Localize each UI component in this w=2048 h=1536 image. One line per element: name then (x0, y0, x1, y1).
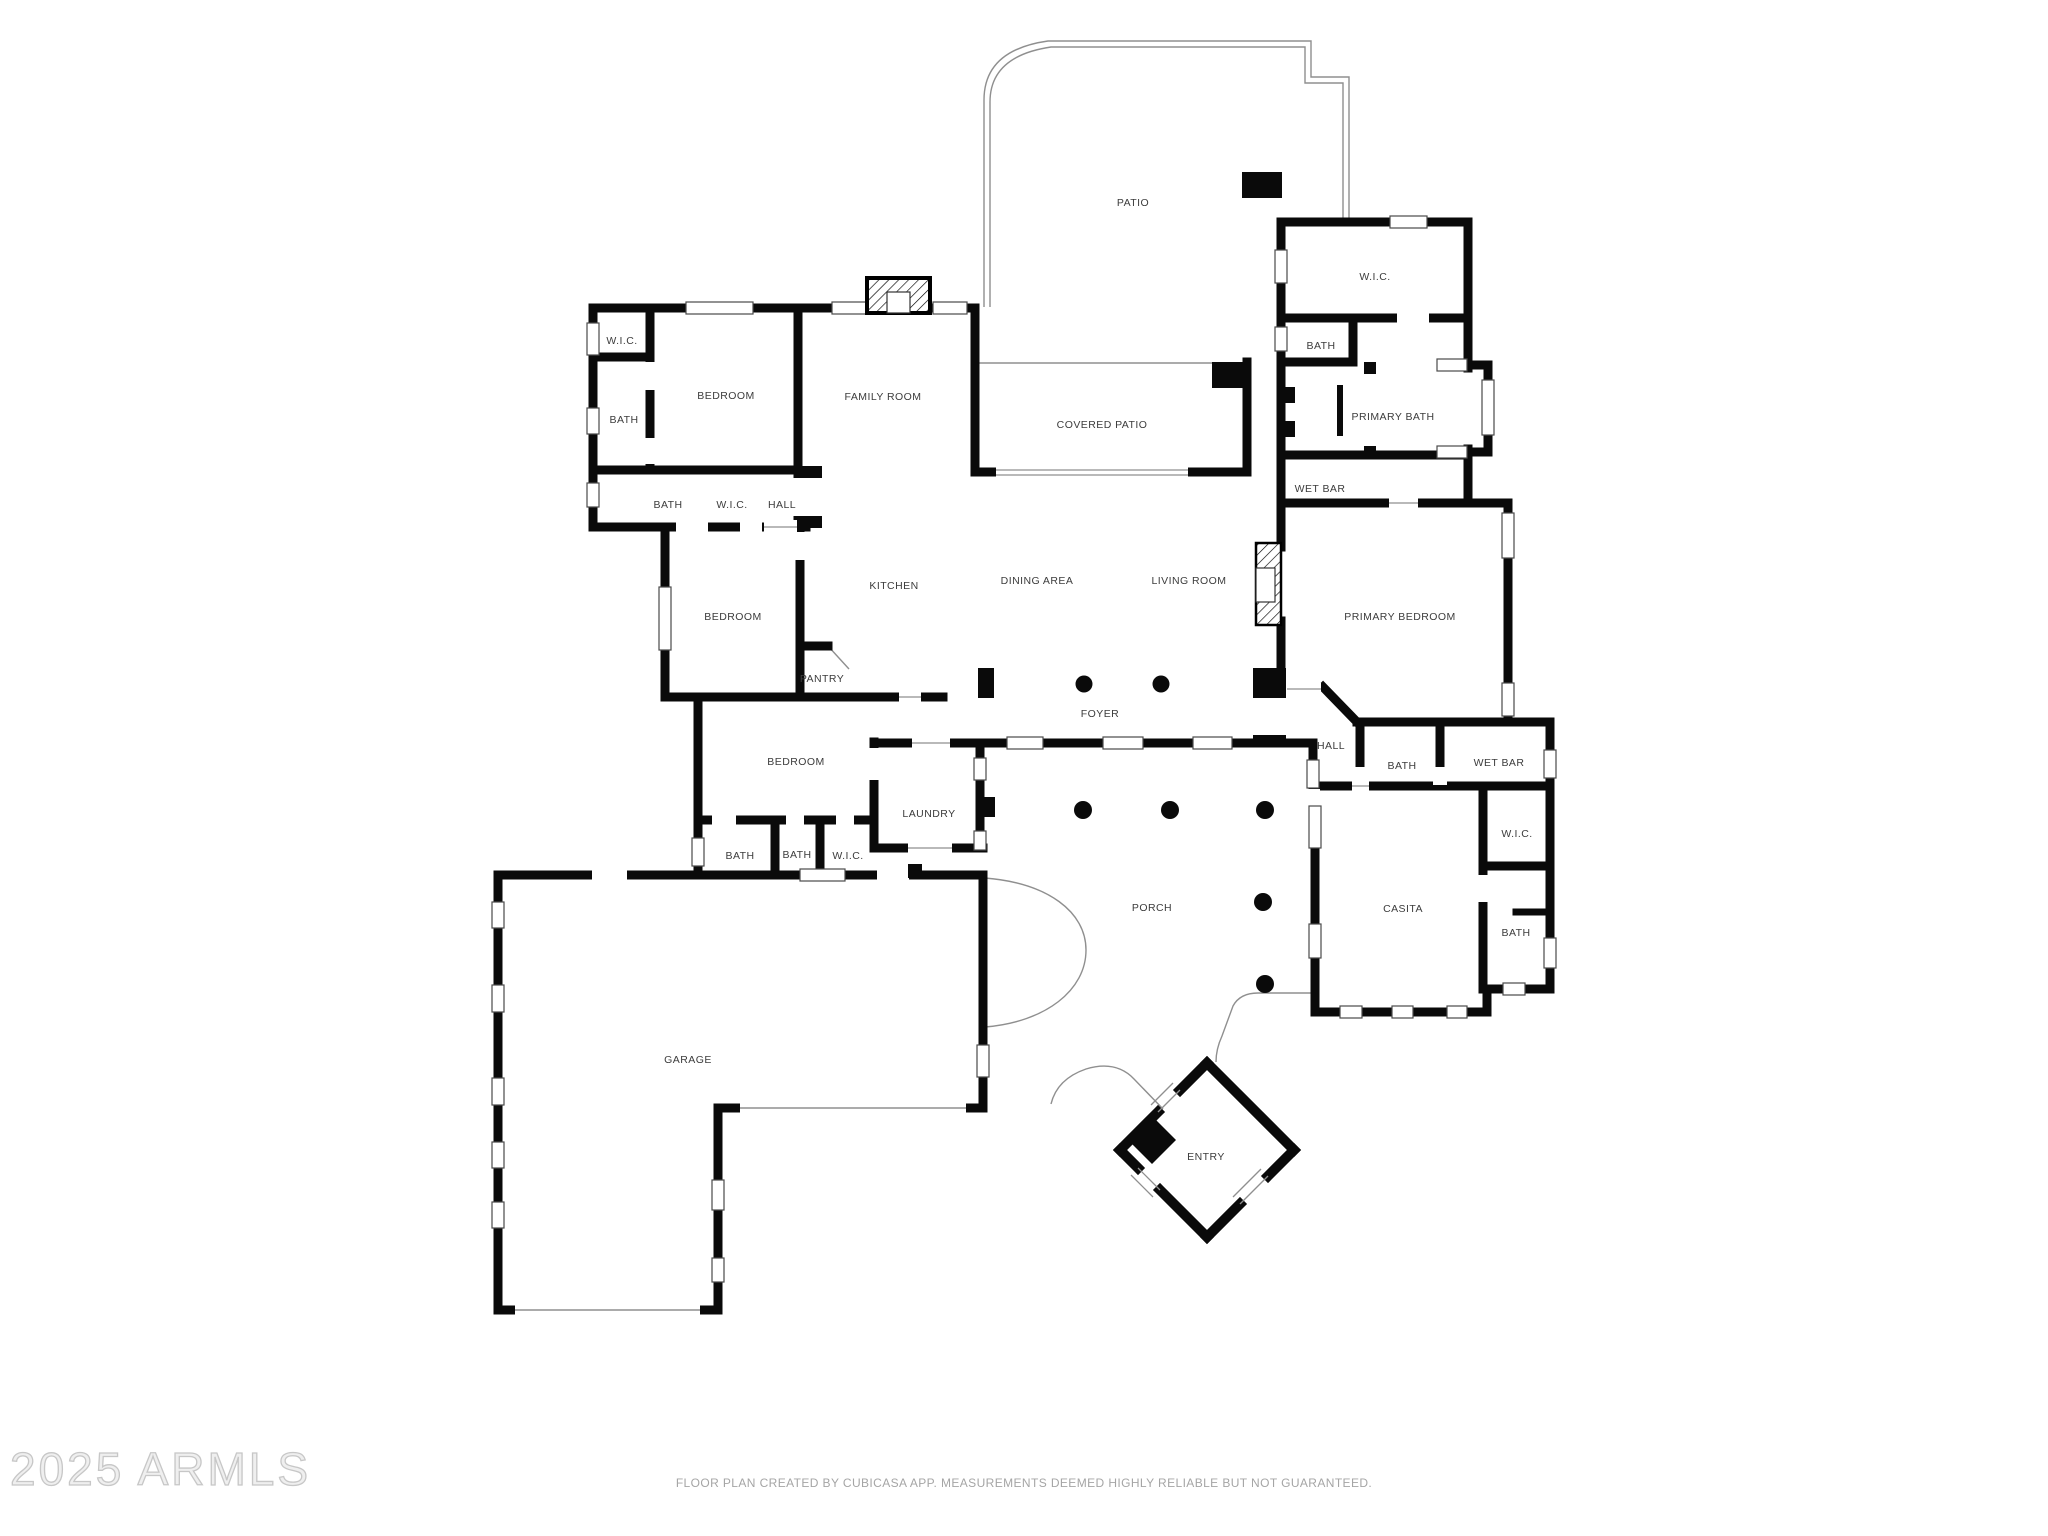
armls-watermark: 2025 ARMLS (9, 1442, 312, 1495)
living-room-fireplace (1254, 541, 1283, 627)
patio-outline (975, 40, 1350, 364)
windows (491, 215, 1557, 1283)
family-room-fireplace (865, 276, 932, 315)
cubicasa-disclaimer: FLOOR PLAN CREATED BY CUBICASA APP. MEAS… (675, 1476, 1373, 1490)
entry-doors (1130, 1082, 1269, 1205)
entry-structure (1112, 1055, 1302, 1245)
entry-corner-block (1128, 1116, 1176, 1164)
garage-doors (515, 465, 1188, 1317)
doorway-lines (764, 502, 1418, 849)
pillars-and-fixtures (798, 172, 1376, 878)
porch-columns (1074, 675, 1274, 993)
door-openings (592, 311, 1490, 902)
